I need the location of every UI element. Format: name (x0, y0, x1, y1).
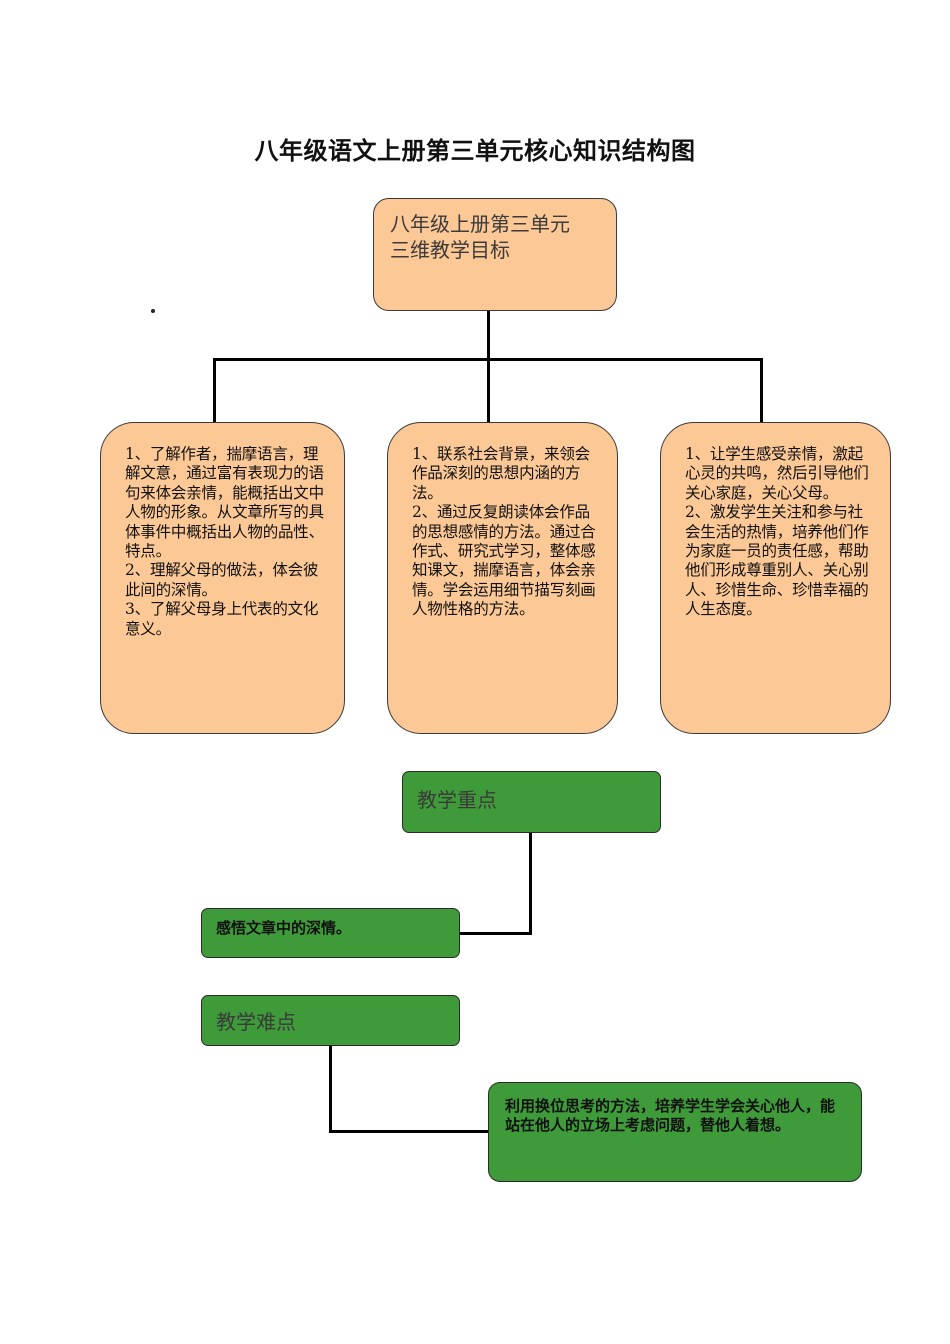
goal-item: 1、联系社会背景，来领会作品深刻的思想内涵的方法。 (412, 445, 590, 502)
difficult-point-connector-vertical (329, 1046, 332, 1133)
key-point-content: 感悟文章中的深情。 (201, 908, 460, 958)
root-label-line2: 三维教学目标 (390, 238, 510, 262)
page-title: 八年级语文上册第三单元核心知识结构图 (254, 137, 696, 165)
connector-root-down (487, 311, 490, 361)
goal-item: 2、通过反复朗读体会作品的思想感情的方法。通过合作式、研究式学习，整体感知课文，… (412, 503, 596, 619)
goal-emotion-box: 1、让学生感受亲情，激起心灵的共鸣，然后引导他们关心家庭，关心父母。 2、激发学… (660, 422, 891, 734)
root-node: 八年级上册第三单元 三维教学目标 (373, 198, 617, 311)
connector-right-down (760, 358, 763, 422)
goal-knowledge-box: 1、了解作者，揣摩语言，理解文意，通过富有表现力的语句来体会亲情，能概括出文中人… (100, 422, 345, 734)
goal-method-box: 1、联系社会背景，来领会作品深刻的思想内涵的方法。 2、通过反复朗读体会作品的思… (387, 422, 618, 734)
goal-item: 2、理解父母的做法，体会彼此间的深情。 (125, 561, 319, 599)
connector-left-down (213, 358, 216, 422)
difficult-point-content: 利用换位思考的方法，培养学生学会关心他人，能站在他人的立场上考虑问题，替他人着想… (488, 1082, 862, 1182)
connector-middle-down (487, 358, 490, 422)
stray-dot (151, 309, 155, 313)
key-point-header: 教学重点 (402, 771, 661, 833)
goal-item: 3、了解父母身上代表的文化意义。 (125, 600, 319, 638)
difficult-point-header: 教学难点 (201, 995, 460, 1046)
key-point-connector-vertical (529, 833, 532, 935)
goal-item: 2、激发学生关注和参与社会生活的热情，培养他们作为家庭一员的责任感，帮助他们形成… (685, 503, 869, 619)
goal-item: 1、了解作者，揣摩语言，理解文意，通过富有表现力的语句来体会亲情，能概括出文中人… (125, 445, 324, 561)
goal-item: 1、让学生感受亲情，激起心灵的共鸣，然后引导他们关心家庭，关心父母。 (685, 445, 869, 502)
key-point-connector-horizontal (459, 932, 532, 935)
root-label-line1: 八年级上册第三单元 (390, 212, 570, 236)
difficult-point-connector-horizontal (329, 1130, 489, 1133)
